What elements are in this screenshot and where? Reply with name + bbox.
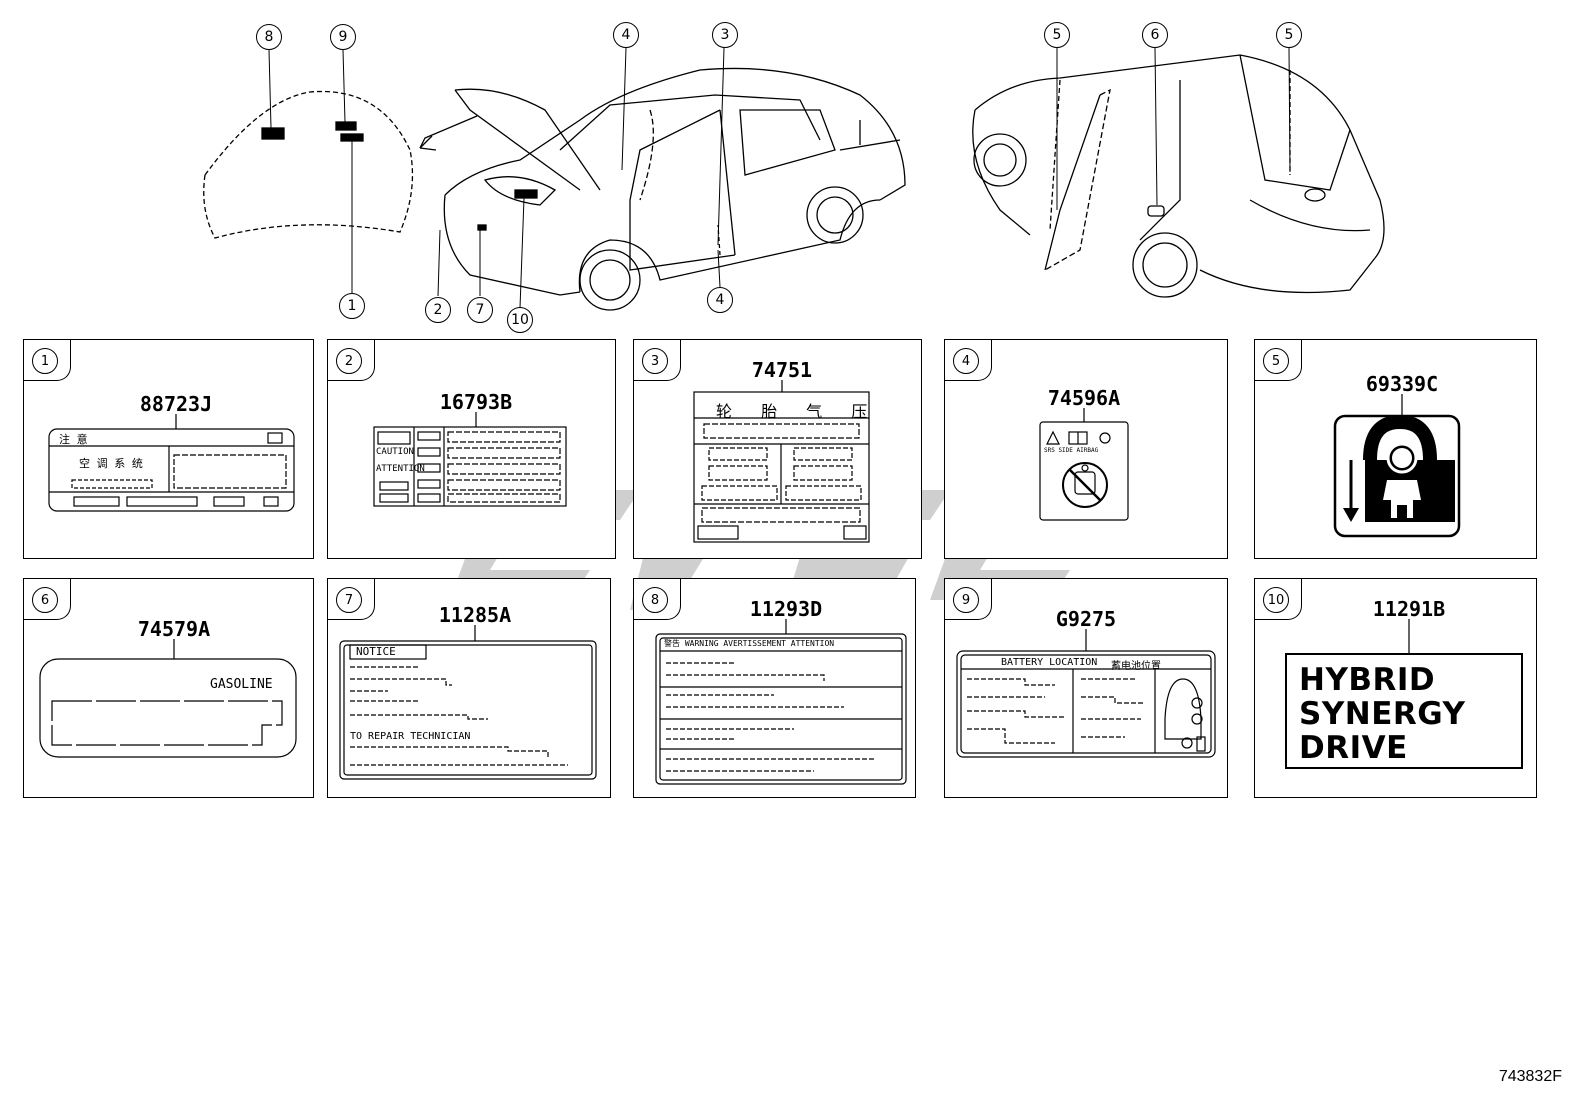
part-number: 88723J [139,392,213,416]
label-drawing [655,619,907,785]
hybrid-synergy-drive-label: HYBRID SYNERGY DRIVE [1285,653,1523,769]
panel-number: 3 [642,348,668,374]
panel-7: 7 11285A NOTICE TO REPAIR TECHNICIAN [327,578,611,798]
callout-4-top: 4 [613,22,639,48]
hsd-line-2: SYNERGY [1299,696,1466,732]
panel-number: 1 [32,348,58,374]
panel-number: 5 [1263,348,1289,374]
panel-8: 8 11293D 警告 WARNING AVERTISSEMENT ATTENT… [633,578,916,798]
label-caution-text: CAUTION [376,447,414,457]
reference-number: 743832F [1498,1068,1562,1085]
label-drawing [956,629,1216,758]
hsd-line-1: HYBRID [1299,662,1436,698]
callout-4-bottom: 4 [707,287,733,313]
callout-5-right: 5 [1276,22,1302,48]
callout-3: 3 [712,22,738,48]
panel-number: 6 [32,587,58,613]
panel-10: 10 11291B [1254,578,1537,798]
label-battery-cn-text: 蓄电池位置 [1111,661,1161,672]
callout-10: 10 [507,307,533,333]
panel-number: 7 [336,587,362,613]
panel-2: 2 16793B CAUTIO [327,339,616,559]
label-drawing [339,625,597,780]
part-number: 74751 [751,358,813,382]
panel-4: 4 74596A SRS SIDE AIRBAG [944,339,1228,559]
panel-number: 9 [953,587,979,613]
callout-7: 7 [467,297,493,323]
label-fuel-text: GASOLINE [210,677,273,692]
airbag-label-drawing [1039,408,1129,521]
part-number: 11285A [438,603,512,627]
label-drawing [48,414,295,512]
part-number: 11293D [749,597,823,621]
child-lock-icon [1333,394,1461,538]
part-number: 16793B [439,390,513,414]
panel-number: 4 [953,348,979,374]
callout-2: 2 [425,297,451,323]
part-number: 11291B [1372,597,1446,621]
part-number: G9275 [1055,607,1117,631]
label-drawing [373,412,567,507]
label-repair-text: TO REPAIR TECHNICIAN [350,731,471,742]
vehicle-illustration [203,47,1385,311]
part-number: 74579A [137,617,211,641]
panel-6: 6 74579A GASOLINE [23,578,314,798]
label-warning-text: 注 意 [59,433,88,446]
label-battery-text: BATTERY LOCATION [1001,657,1098,668]
panel-number: 8 [642,587,668,613]
callout-8: 8 [256,24,282,50]
label-drawing [693,380,870,543]
callout-5-left: 5 [1044,22,1070,48]
label-drawing [39,639,297,758]
label-tire-pressure-text: 轮 胎 气 压 [716,402,880,421]
part-number: 74596A [1047,386,1121,410]
panel-1: 1 88723J 注 意 空 调 系 统 [23,339,314,559]
label-attention-text: ATTENTION [376,464,425,474]
label-warning-text: 警告 WARNING AVERTISSEMENT ATTENTION [664,639,835,648]
callout-6: 6 [1142,22,1168,48]
callout-9: 9 [330,24,356,50]
label-airbag-text: SRS SIDE AIRBAG [1044,447,1099,454]
hsd-line-3: DRIVE [1299,730,1408,766]
panel-number: 10 [1263,587,1289,613]
label-notice-text: NOTICE [356,645,396,658]
panel-9: 9 G9275 BATTERY LOCATION 蓄电池位置 [944,578,1228,798]
panel-number: 2 [336,348,362,374]
callout-1: 1 [339,293,365,319]
panel-5: 5 69339C [1254,339,1537,559]
leader-line [1408,619,1410,654]
part-number: 69339C [1365,372,1439,396]
panel-3: 3 74751 轮 胎 气 压 [633,339,922,559]
label-system-text: 空 调 系 统 [79,457,143,470]
